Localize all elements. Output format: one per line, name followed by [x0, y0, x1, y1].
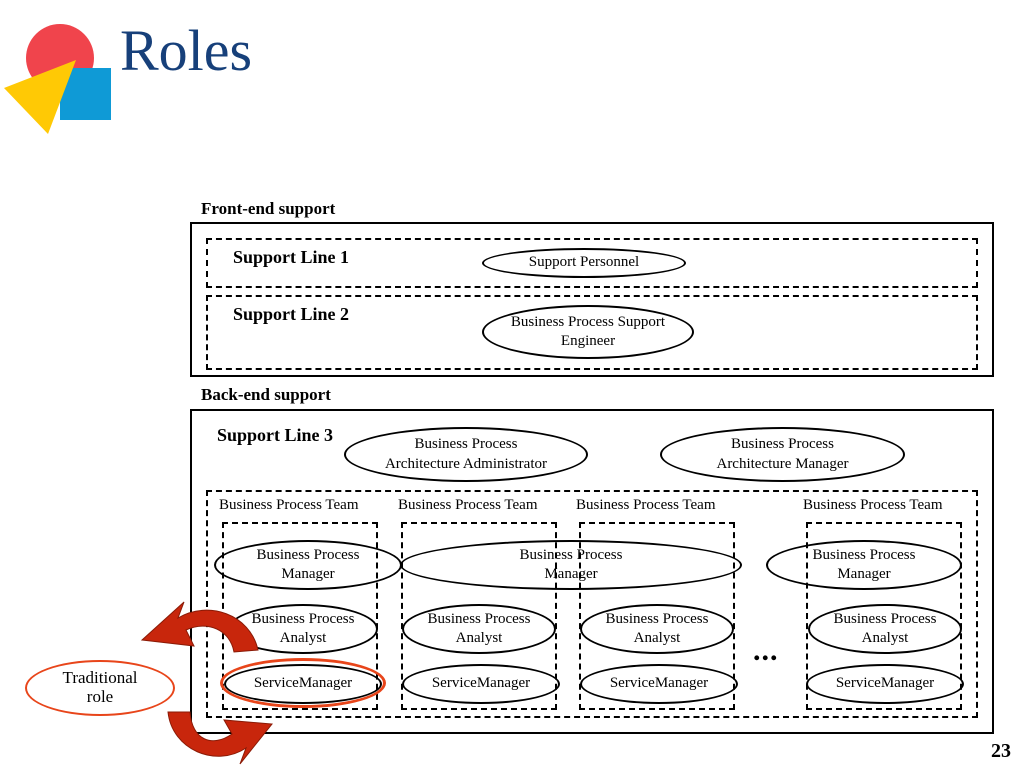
back-end-box [190, 409, 994, 734]
front-end-label: Front-end support [201, 199, 336, 218]
support-line-2-box [206, 295, 978, 370]
team-2-analyst-role: Business Process Analyst [402, 604, 556, 654]
curved-arrows [140, 601, 273, 765]
team-3-box [579, 522, 735, 710]
support-line-1-label: Support Line 1 [233, 247, 350, 267]
front-end-box [190, 222, 994, 377]
more-teams-ellipsis: ... [753, 634, 779, 667]
upper-curved-arrow [140, 601, 259, 653]
logo-yellow-triangle [4, 60, 76, 134]
traditional-role-callout: Traditional role [25, 660, 175, 716]
traditional-role-highlight [220, 658, 386, 708]
team-4-analyst-role: Business Process Analyst [808, 604, 962, 654]
team-3-label: Business Process Team [576, 497, 716, 513]
support-line-1-box [206, 238, 978, 288]
team-1-analyst-role: Business Process Analyst [228, 604, 378, 654]
support-line-2-label: Support Line 2 [233, 304, 350, 324]
bp-architecture-admin-role: Business Process Architecture Administra… [344, 427, 588, 482]
bp-support-engineer-role: Business Process Support Engineer [482, 305, 694, 359]
team-4-manager-role: Business Process Manager [766, 540, 962, 590]
team-1-manager-role: Business Process Manager [214, 540, 402, 590]
slide-title: Roles [120, 18, 253, 83]
teams-container [206, 490, 978, 718]
shared-manager-role: Business Process Manager [400, 540, 742, 590]
team-2-box [401, 522, 557, 710]
bp-architecture-manager-role: Business Process Architecture Manager [660, 427, 905, 482]
team-2-label: Business Process Team [398, 497, 538, 513]
back-end-label: Back-end support [201, 385, 331, 404]
page-number: 23 [991, 740, 1011, 762]
team-1-label: Business Process Team [219, 497, 359, 513]
team-3-service-manager-role: ServiceManager [580, 664, 738, 704]
team-4-service-manager-role: ServiceManager [806, 664, 964, 704]
support-personnel-role: Support Personnel [482, 248, 686, 278]
slide-logo [4, 24, 111, 134]
team-3-analyst-role: Business Process Analyst [580, 604, 734, 654]
support-line-3-label: Support Line 3 [217, 425, 334, 445]
team-2-service-manager-role: ServiceManager [402, 664, 560, 704]
lower-curved-arrow [167, 711, 273, 765]
team-4-label: Business Process Team [803, 497, 943, 513]
team-4-box [806, 522, 962, 710]
